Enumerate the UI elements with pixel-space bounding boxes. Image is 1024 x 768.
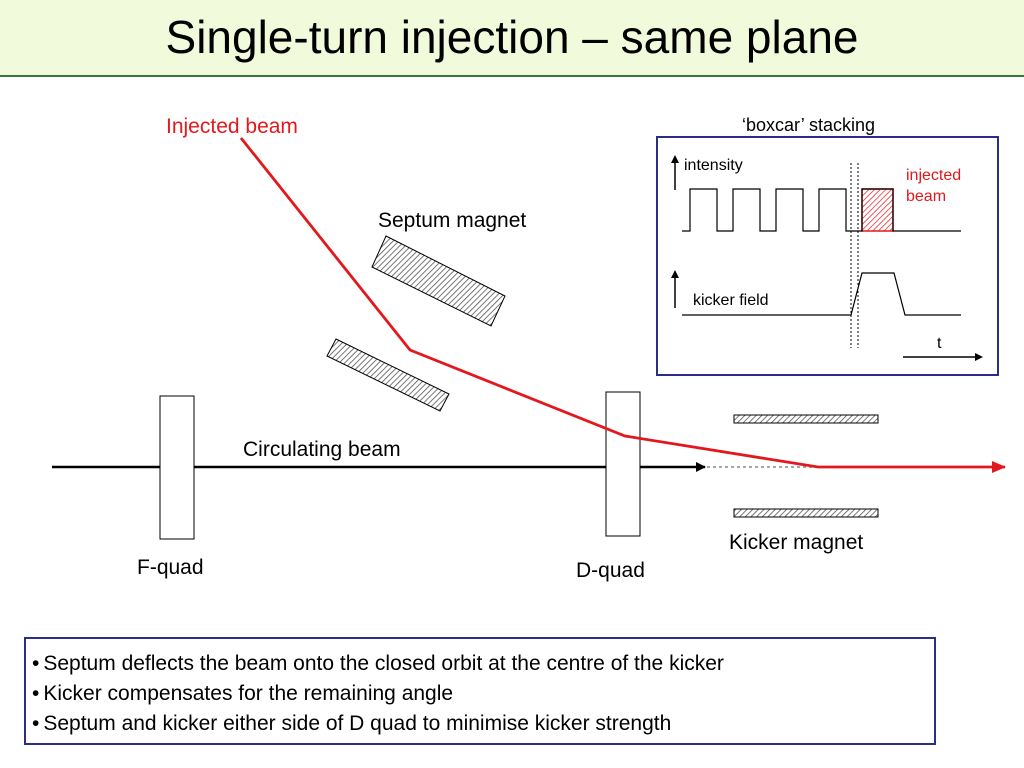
slide-title: Single-turn injection – same plane xyxy=(165,11,859,63)
kicker-field-waveform xyxy=(682,272,961,316)
septum-magnet-label: Septum magnet xyxy=(378,209,526,232)
kicker-field-label: kicker field xyxy=(693,292,769,309)
note-item: •Kicker compensates for the remaining an… xyxy=(32,679,934,709)
injection-diagram: Injected beam Septum magnet Circulating … xyxy=(52,115,1006,582)
bullet-icon: • xyxy=(32,652,40,675)
intensity-label: intensity xyxy=(684,157,743,174)
note-text: Kicker compensates for the remaining ang… xyxy=(43,682,454,705)
note-text: Septum and kicker either side of D quad … xyxy=(43,712,672,735)
inset-injected-label-line1: injected xyxy=(906,167,961,184)
inset-injected-label-line2: beam xyxy=(906,188,946,205)
injected-beam-label: Injected beam xyxy=(166,115,298,138)
notes-list: •Septum deflects the beam onto the close… xyxy=(26,639,934,739)
time-axis-label: t xyxy=(937,335,942,352)
d-quad-label: D-quad xyxy=(576,559,645,582)
notes-box: •Septum deflects the beam onto the close… xyxy=(24,637,936,745)
injected-beam-pulse xyxy=(861,188,894,232)
boxcar-stacking-title: ‘boxcar’ stacking xyxy=(742,115,875,135)
f-quad-label: F-quad xyxy=(137,556,204,579)
note-item: •Septum deflects the beam onto the close… xyxy=(32,649,934,679)
circulating-beam-label: Circulating beam xyxy=(243,438,401,461)
intensity-pulse-train xyxy=(682,188,961,232)
title-bar: Single-turn injection – same plane xyxy=(0,0,1024,77)
bullet-icon: • xyxy=(32,712,40,735)
boxcar-inset-frame xyxy=(656,136,999,376)
kicker-magnet-upper-plate xyxy=(733,414,879,424)
note-item: •Septum and kicker either side of D quad… xyxy=(32,709,934,739)
f-quad-magnet xyxy=(159,395,195,540)
septum-magnet-lower xyxy=(326,338,450,412)
injected-beam-trajectory xyxy=(239,137,1006,473)
kicker-magnet-label: Kicker magnet xyxy=(729,531,863,554)
d-quad-magnet xyxy=(605,391,641,537)
kicker-magnet-lower-plate xyxy=(733,508,879,518)
septum-magnet-upper xyxy=(371,235,506,327)
bullet-icon: • xyxy=(32,682,40,705)
note-text: Septum deflects the beam onto the closed… xyxy=(43,652,724,675)
